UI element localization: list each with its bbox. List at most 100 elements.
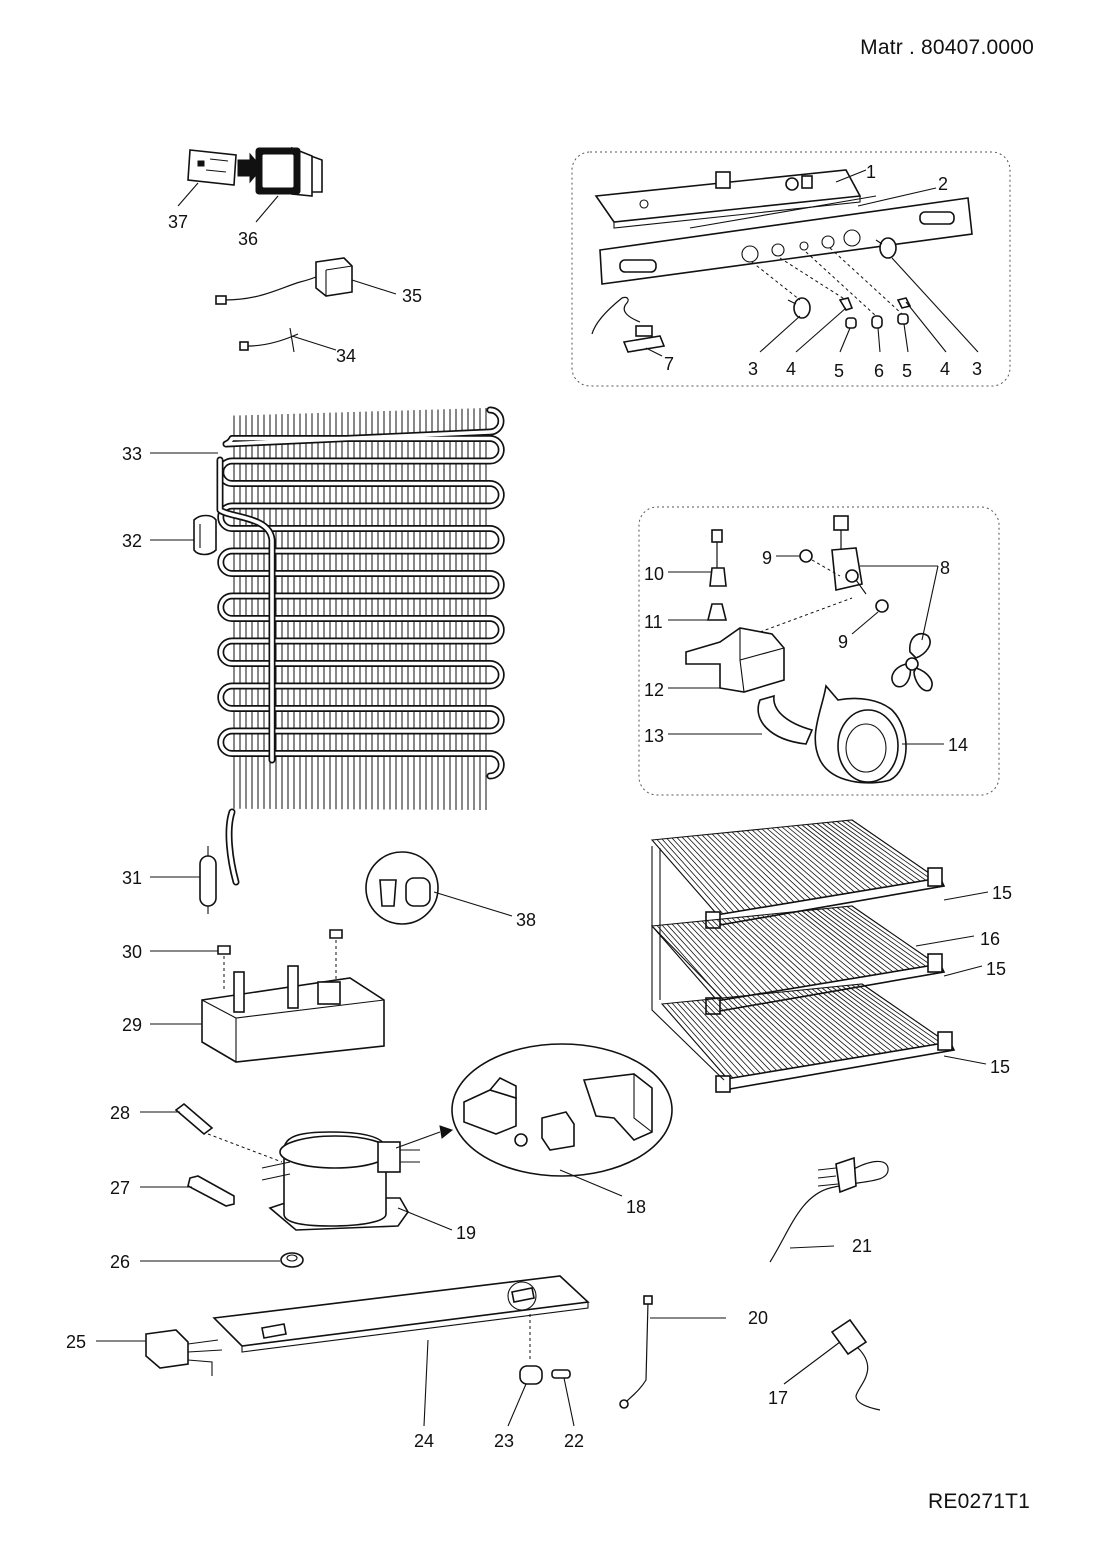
dryer-filter-part-31 [199,846,217,914]
earth-wire-part-20 [619,1295,653,1409]
control-panel-part-3-housing [599,197,973,285]
cable-connector-part-35 [215,257,353,305]
callout-5-right: 5 [902,361,912,381]
grommet-part-26 [280,1252,304,1268]
lamp-part-5-right [897,313,909,325]
pin-part-22 [551,1369,571,1379]
callout-17: 17 [768,1388,788,1408]
detail-arrow-line [395,1131,441,1149]
callout-31: 31 [122,868,142,888]
bracket-part-27 [187,1175,235,1207]
callout-28: 28 [110,1103,130,1123]
callout-36: 36 [238,229,258,249]
bushing-part-23 [519,1314,543,1385]
shelf-frame-part-16 [651,846,725,1081]
callout-24: 24 [414,1431,434,1451]
nut-part-30-left [217,945,231,990]
callout-4-left: 4 [786,359,796,379]
callout-9-bottom: 9 [838,632,848,652]
document-reference: Matr . 80407.0000 [860,36,1034,59]
callout-23: 23 [494,1431,514,1451]
shelf-middle [650,905,946,1015]
relay-detail-part-18 [451,1043,673,1177]
callout-11: 11 [644,612,663,632]
nut-part-9-bottom [875,599,889,613]
callout-25: 25 [66,1332,86,1352]
callout-29: 29 [122,1015,142,1035]
rod-part-28 [174,1102,283,1163]
control-panel-group-box [571,151,1011,387]
knob-part-3-right [875,237,897,259]
callout-13: 13 [644,726,664,746]
callout-27: 27 [110,1178,130,1198]
condenser-part-33 [216,406,505,886]
callout-7: 7 [664,354,674,374]
fan-dash-leaders [759,559,853,633]
clip-part-4-right [896,297,912,309]
lamp-part-5-left [845,317,857,329]
lamp-socket-part-6 [871,315,883,329]
callout-10: 10 [644,564,664,584]
callout-3-right: 3 [972,359,982,379]
power-cord-part-21 [769,1156,889,1263]
callout-15-middle: 15 [986,959,1006,979]
drawing-code: RE0271T1 [928,1490,1030,1513]
callout-18: 18 [626,1197,646,1217]
callout-15-bottom: 15 [990,1057,1010,1077]
callout-30: 30 [122,942,142,962]
knob-part-3-left [787,297,811,319]
shelves-group [650,819,956,1093]
callout-12: 12 [644,680,664,700]
electronic-card-part-37 [187,149,237,186]
fan-motor-part-8 [831,515,867,595]
callout-33: 33 [122,444,142,464]
callout-15-top: 15 [992,883,1012,903]
callout-3-left: 3 [748,359,758,379]
callout-34: 34 [336,346,356,366]
duct-cover-part-14 [814,684,907,784]
callout-leaders [96,169,989,1427]
callout-labels: 1 2 3 4 5 6 5 4 3 7 8 9 9 10 11 12 13 14… [66,162,1012,1451]
callout-5-left: 5 [834,361,844,381]
lamp-part-11 [706,603,728,621]
callout-1: 1 [866,162,876,182]
sensor-part-7 [591,296,666,353]
fan-housing-part-12 [685,627,785,693]
compressor-tray-part-29 [201,965,385,1063]
lamp-holder-part-10 [709,529,727,587]
nut-part-9-top [799,549,813,563]
air-duct-part-13 [757,694,814,745]
callout-35: 35 [402,286,422,306]
callout-38: 38 [516,910,536,930]
detail-arrow-head [439,1125,454,1139]
callout-16: 16 [980,929,1000,949]
callout-14: 14 [948,735,968,755]
callout-8: 8 [940,558,950,578]
callout-20: 20 [748,1308,768,1328]
callout-37: 37 [168,212,188,232]
callout-19: 19 [456,1223,476,1243]
clip-part-4-left [838,297,854,311]
dash-leaders-panel [751,247,903,317]
callout-26: 26 [110,1252,130,1272]
wire-part-34 [239,327,299,353]
callout-32: 32 [122,531,142,551]
light-pipe-part-2 [689,195,877,229]
switch-part-25 [145,1329,223,1376]
shelf-bottom [660,983,956,1093]
electronic-module-part-36 [255,146,323,197]
callout-6: 6 [874,361,884,381]
callout-4-right: 4 [940,359,950,379]
base-plate-part-24 [212,1275,590,1353]
fan-group-box [638,506,1000,796]
callout-21: 21 [852,1236,872,1256]
condenser-serpentine-tube [217,406,505,780]
tube-sleeve-part-32 [193,514,217,556]
nut-part-30-right [329,929,343,980]
compressor-part-19 [261,1131,420,1231]
callout-2: 2 [938,174,948,194]
feet-detail-part-38 [365,851,439,925]
callout-9-top: 9 [762,548,772,568]
capacitor-part-17 [830,1318,881,1411]
